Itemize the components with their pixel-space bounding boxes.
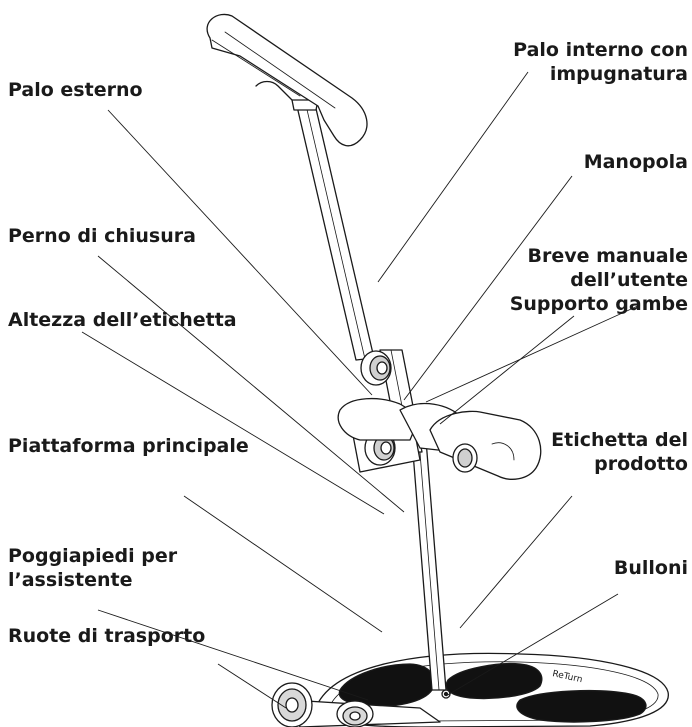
foot-pad-front bbox=[516, 689, 647, 723]
label-breve-manuale-line2: dell’utente bbox=[570, 269, 688, 291]
label-breve-manuale-line1: Breve manuale bbox=[527, 245, 688, 267]
label-palo-esterno: Palo esterno bbox=[8, 79, 143, 101]
label-palo-interno-line1: Palo interno con bbox=[513, 39, 688, 61]
label-ruote-di-trasporto: Ruote di trasporto bbox=[8, 625, 206, 647]
knob-upper bbox=[360, 350, 392, 386]
label-poggiapiedi-line1: Poggiapiedi per bbox=[8, 545, 178, 567]
leg-support bbox=[337, 397, 542, 480]
leader-lines bbox=[81, 71, 641, 709]
label-piattaforma-principale: Piattaforma principale bbox=[8, 435, 249, 457]
label-etichetta-prodotto-line1: Etichetta del bbox=[551, 429, 688, 451]
label-supporto-gambe: Supporto gambe bbox=[509, 293, 688, 315]
label-poggiapiedi-line2: l’assistente bbox=[8, 569, 133, 591]
label-etichetta-prodotto-line2: prodotto bbox=[594, 453, 688, 475]
label-manopola: Manopola bbox=[583, 151, 688, 173]
label-perno-di-chiusura: Perno di chiusura bbox=[8, 225, 196, 247]
label-bulloni: Bulloni bbox=[613, 557, 688, 579]
label-altezza-etichetta: Altezza dell’etichetta bbox=[8, 309, 237, 331]
inner-pole-with-handle bbox=[206, 13, 375, 361]
label-palo-interno-line2: impugnatura bbox=[549, 63, 688, 85]
foot-pad-right bbox=[445, 662, 543, 700]
transport-wheels bbox=[271, 682, 441, 727]
